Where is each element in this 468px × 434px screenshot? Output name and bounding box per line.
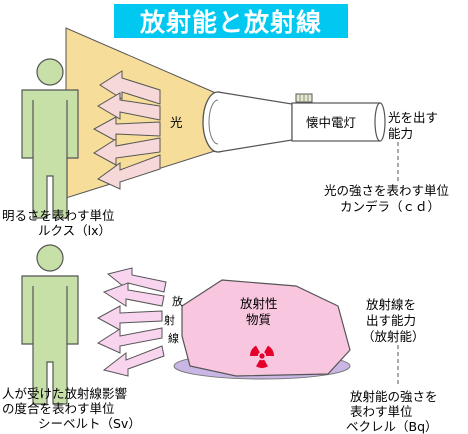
radioactive-material-line1: 放射性 bbox=[240, 296, 278, 311]
light-arrow bbox=[97, 92, 161, 121]
page-title: 放射能と放射線 bbox=[139, 8, 322, 37]
radiation-vertical-label-1: 放 bbox=[172, 295, 183, 308]
radiation-vertical-label-2: 射 bbox=[164, 314, 175, 327]
radioactive-material-rock bbox=[181, 279, 351, 377]
lux-caption-line1: 明るさを表わす単位 bbox=[2, 208, 115, 223]
sievert-caption-line3: シーベルト（Sv） bbox=[38, 416, 141, 431]
radioactivity-caption-line1: 放射線を bbox=[366, 297, 417, 312]
light-source-ability-line2: 能力 bbox=[388, 126, 414, 141]
light-arrow bbox=[99, 70, 161, 105]
radioactive-trefoil-icon bbox=[250, 345, 274, 368]
title-banner: 放射能と放射線 bbox=[114, 4, 348, 38]
sievert-caption-line2: の度合を表わす単位 bbox=[2, 401, 115, 416]
candela-caption-line2: カンデラ（ｃｄ） bbox=[340, 199, 441, 214]
becquerel-caption-line1: 放射能の強さを bbox=[350, 389, 438, 404]
light-source-ability-line1: 光を出す bbox=[388, 110, 439, 125]
becquerel-caption-line2: 表わす単位 bbox=[350, 404, 413, 419]
flashlight-icon bbox=[202, 91, 386, 153]
radioactivity-caption-line2: 出す能力 bbox=[366, 313, 417, 328]
light-arrow bbox=[97, 154, 161, 190]
lux-caption-line2: ルクス（lx） bbox=[38, 223, 111, 238]
sievert-caption-line1: 人が受けた放射線影響 bbox=[2, 386, 128, 401]
light-beam-label: 光 bbox=[170, 115, 183, 130]
radiation-arrow bbox=[96, 305, 163, 331]
radiation-arrow bbox=[102, 345, 165, 377]
radiation-vertical-label-3: 線 bbox=[168, 332, 179, 345]
person-figure-bottom bbox=[21, 244, 79, 405]
light-arrow bbox=[93, 137, 161, 166]
radioactive-material-line2: 物質 bbox=[246, 312, 272, 327]
radiation-arrow bbox=[96, 327, 163, 354]
radiation-arrow bbox=[102, 282, 165, 307]
candela-caption-line1: 光の強さを表わす単位 bbox=[324, 183, 450, 198]
light-arrow bbox=[92, 116, 161, 142]
radiation-arrows bbox=[96, 267, 167, 377]
radiation-arrow bbox=[106, 267, 167, 293]
radioactivity-caption-line3: （放射能） bbox=[362, 329, 425, 344]
becquerel-caption-line3: ベクレル（Bq） bbox=[346, 419, 438, 434]
flashlight-label: 懐中電灯 bbox=[306, 115, 357, 130]
light-arrows bbox=[92, 70, 161, 190]
